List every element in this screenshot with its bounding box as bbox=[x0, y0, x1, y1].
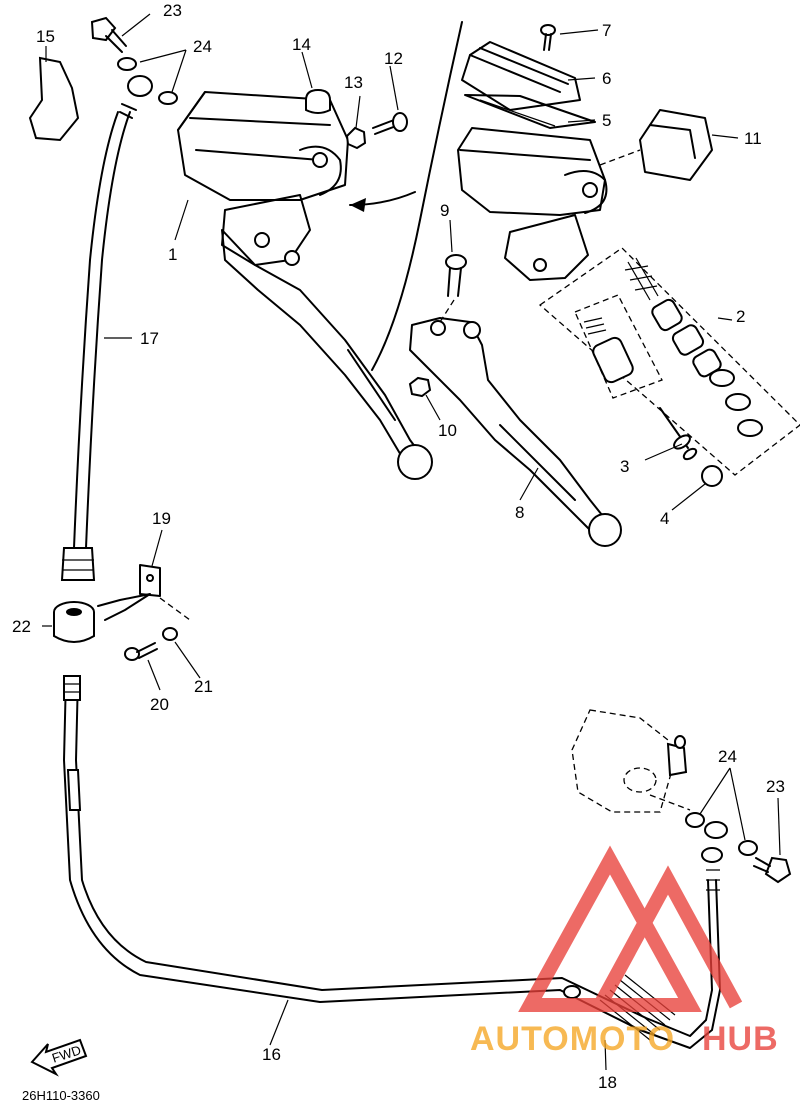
callout-17: 17 bbox=[140, 329, 159, 348]
callout-20: 20 bbox=[150, 695, 169, 714]
pivot-bolt-9 bbox=[445, 254, 467, 297]
union-bolt-23-top bbox=[90, 16, 127, 53]
nut-21 bbox=[162, 627, 178, 641]
callout-15: 15 bbox=[36, 27, 55, 46]
callout-22: 22 bbox=[12, 617, 31, 636]
master-cylinder-body-right bbox=[457, 127, 608, 281]
caliper-outline bbox=[571, 709, 691, 813]
callout-24-top: 24 bbox=[193, 37, 212, 56]
callout-3: 3 bbox=[620, 457, 629, 476]
boot-15 bbox=[28, 56, 80, 142]
nut-10 bbox=[408, 376, 432, 398]
callout-16: 16 bbox=[262, 1045, 281, 1064]
washer-24-top-b bbox=[158, 91, 178, 105]
brake-lever-left bbox=[221, 229, 433, 480]
washer-24-top-a bbox=[117, 57, 137, 71]
screw-7 bbox=[540, 24, 556, 51]
callout-9: 9 bbox=[440, 201, 449, 220]
callout-4: 4 bbox=[660, 509, 669, 528]
union-bolt-23-bottom bbox=[753, 856, 792, 884]
leader-lines bbox=[42, 13, 781, 1071]
bracket-19 bbox=[97, 564, 191, 621]
callout-5: 5 bbox=[602, 111, 611, 130]
callout-21: 21 bbox=[194, 677, 213, 696]
callout-14: 14 bbox=[292, 35, 311, 54]
separator-line bbox=[371, 21, 463, 371]
cap-14 bbox=[305, 88, 331, 114]
callout-12: 12 bbox=[384, 49, 403, 68]
callout-23-top: 23 bbox=[163, 1, 182, 20]
callout-6: 6 bbox=[602, 69, 611, 88]
callout-11: 11 bbox=[744, 129, 762, 148]
brake-hose-17 bbox=[60, 75, 153, 581]
diaphragm-5 bbox=[464, 94, 596, 129]
ball-4 bbox=[701, 465, 723, 487]
callout-labels: 23 24 15 14 13 12 1 7 6 5 11 2 9 10 3 8 … bbox=[12, 1, 785, 1092]
bolt-20 bbox=[124, 642, 158, 661]
banjo-fitting bbox=[704, 821, 728, 839]
callout-18: 18 bbox=[598, 1073, 617, 1092]
washer-24-bottom-b bbox=[738, 840, 758, 856]
forward-arrow: FWD bbox=[30, 1038, 88, 1077]
callout-24-bottom: 24 bbox=[718, 747, 737, 766]
bolt-12 bbox=[372, 112, 408, 135]
piston-kit-2 bbox=[538, 247, 800, 476]
callout-23-bottom: 23 bbox=[766, 777, 785, 796]
callout-7: 7 bbox=[602, 21, 611, 40]
callout-19: 19 bbox=[152, 509, 171, 528]
brake-hose-16 bbox=[63, 675, 723, 1049]
watermark-logo: AUTOMOTO HUB bbox=[470, 845, 779, 1058]
switch-11 bbox=[599, 109, 713, 181]
grommet-22 bbox=[53, 601, 95, 643]
nut-13 bbox=[345, 126, 367, 150]
callout-2: 2 bbox=[736, 307, 745, 326]
drawing-code: 26H110-3360 bbox=[22, 1088, 100, 1102]
callout-13: 13 bbox=[344, 73, 363, 92]
brake-lever-8 bbox=[409, 317, 622, 547]
push-rod-3 bbox=[659, 407, 698, 461]
callout-1: 1 bbox=[168, 245, 177, 264]
watermark-text-automoto: AUTOMOTO bbox=[470, 1020, 675, 1058]
washer-24-bottom-a bbox=[685, 812, 705, 828]
callout-10: 10 bbox=[438, 421, 457, 440]
watermark-text-hub: HUB bbox=[702, 1020, 779, 1058]
master-cylinder-left bbox=[177, 91, 349, 266]
callout-8: 8 bbox=[515, 503, 524, 522]
